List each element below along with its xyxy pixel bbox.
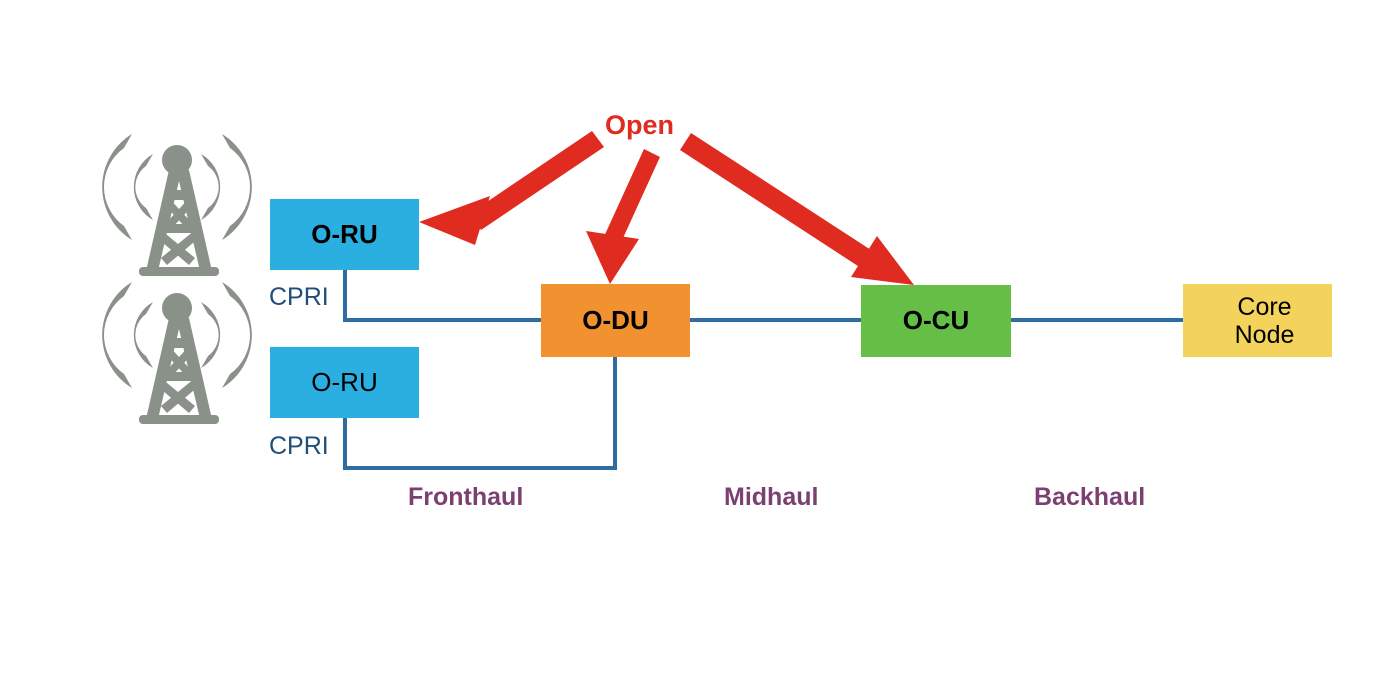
open-arrow-to-oru [419, 131, 604, 245]
node-ocu-label: O-CU [902, 305, 970, 336]
segment-label-fronthaul: Fronthaul [408, 483, 524, 511]
node-oru-top-label: O-RU [311, 218, 378, 249]
open-annotation-arrows [419, 131, 914, 285]
node-core-label: Core Node [1183, 284, 1332, 357]
cell-tower-icon [102, 282, 252, 424]
node-odu-label: O-DU [582, 304, 649, 335]
open-arrow-to-odu [586, 149, 660, 284]
cpri-label-top: CPRI [269, 283, 329, 311]
node-oru-bottom-rect[interactable] [270, 347, 419, 418]
node-oru-bottom-label: O-RU [311, 366, 378, 397]
node-ocu-rect[interactable] [861, 285, 1011, 357]
segment-label-midhaul: Midhaul [724, 483, 819, 511]
node-oru-top-rect[interactable] [270, 199, 419, 270]
open-annotation-label: Open [605, 110, 675, 140]
node-core-label-line1: Core [1237, 292, 1292, 321]
node-core-label-line2: Node [1234, 320, 1295, 349]
segment-label-backhaul: Backhaul [1034, 483, 1146, 511]
connection-lines [343, 268, 1185, 470]
cell-tower-icon [102, 134, 252, 276]
node-odu-rect[interactable] [541, 284, 690, 357]
link-oru-bottom-to-odu [343, 355, 617, 470]
node-core-rect[interactable] [1183, 284, 1332, 357]
link-oru-top-to-odu [343, 268, 543, 322]
open-arrow-to-ocu [680, 133, 914, 285]
cpri-label-bottom: CPRI [269, 432, 329, 460]
